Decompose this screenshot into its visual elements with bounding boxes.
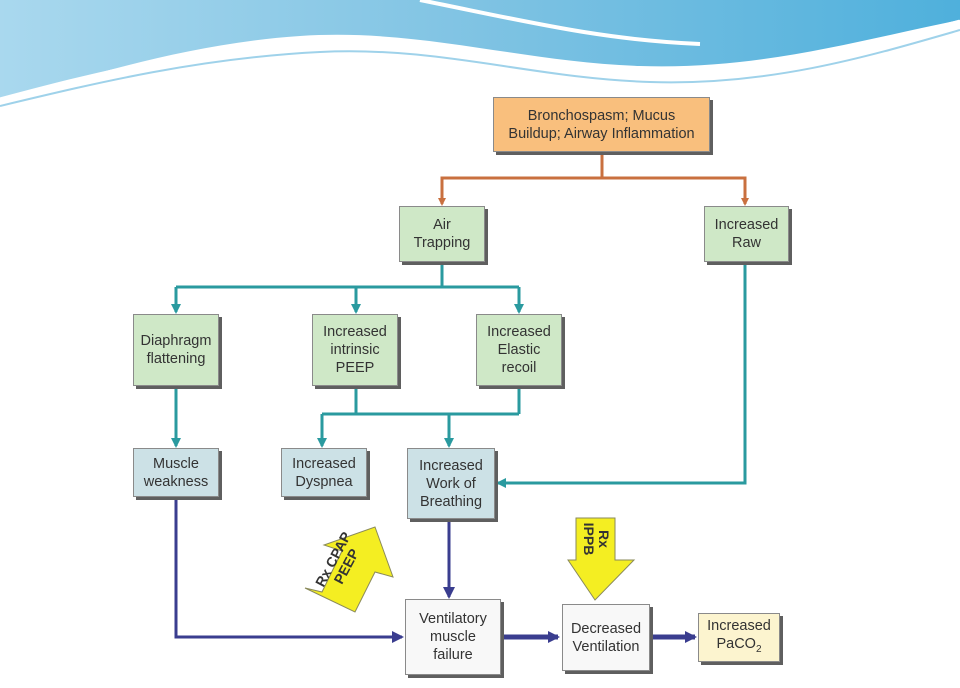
increased-intrinsic-peep-node: Increased intrinsic PEEP [312,314,398,386]
increased-paco2-label: Increased PaCO [707,617,771,652]
ventilatory-muscle-failure-node: Ventilatory muscle failure [405,599,501,675]
increased-dyspnea-node: Increased Dyspnea [281,448,367,497]
diaphragm-flattening-node: Diaphragm flattening [133,314,219,386]
increased-raw-node: Increased Raw [704,206,789,262]
teal-connectors [171,262,747,488]
increased-paco2-node: Increased PaCO2 [698,613,780,662]
rx-cpap-arrow [304,526,394,613]
header-wave-banner [0,0,960,107]
navy-connectors [174,497,697,643]
increased-elastic-recoil-node: Increased Elastic recoil [476,314,562,386]
muscle-weakness-node: Muscle weakness [133,448,219,497]
rx-ippb-arrow [567,517,636,601]
bronchospasm-node: Bronchospasm; Mucus Buildup; Airway Infl… [493,97,710,152]
air-trapping-node: Air Trapping [399,206,485,262]
orange-connectors [438,152,749,206]
rx-ippb-label: Rx IPPB [581,522,612,556]
work-of-breathing-node: Increased Work of Breathing [407,448,495,519]
increased-paco2-subscript: 2 [755,643,762,655]
decreased-ventilation-node: Decreased Ventilation [562,604,650,671]
